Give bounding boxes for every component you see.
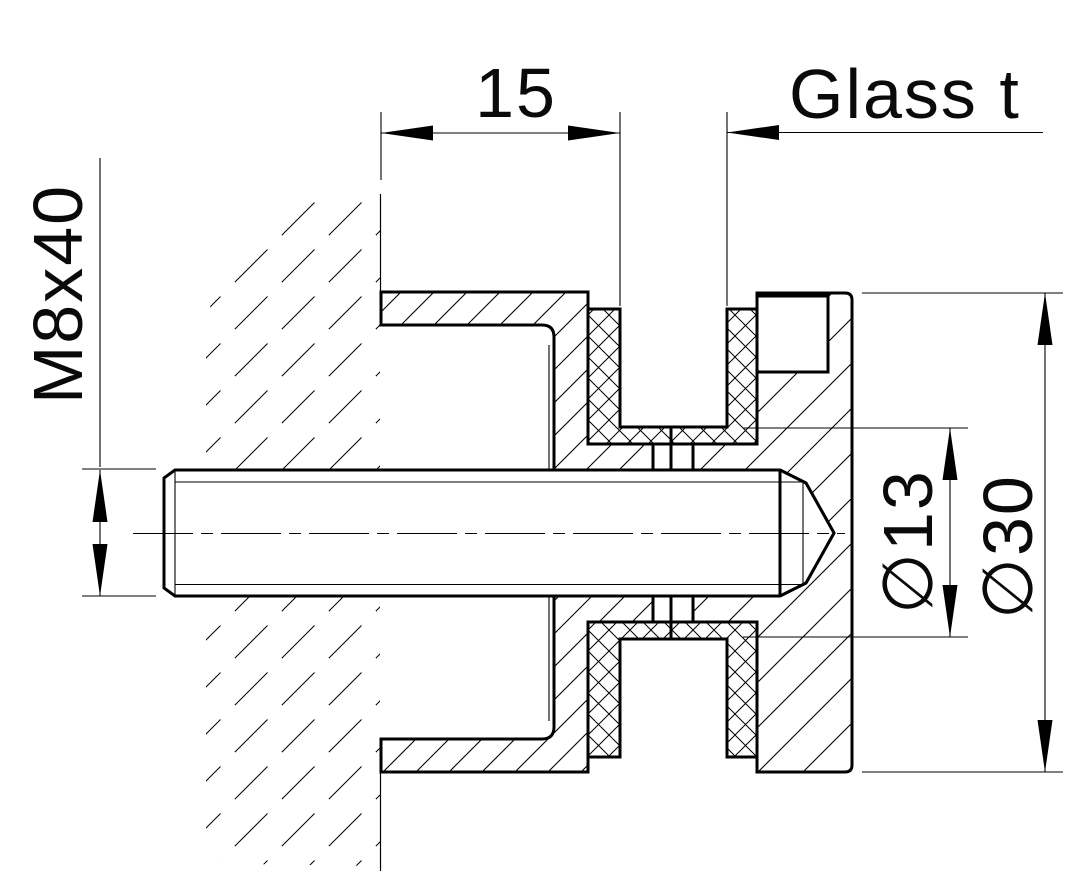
arrowhead-m8-down — [92, 544, 108, 596]
dim-m8-label: M8x40 — [19, 184, 97, 404]
cap-groove-recess — [755, 294, 830, 374]
arrowhead-d30-up — [1037, 293, 1053, 345]
dimension-d13: ∅13 — [743, 427, 968, 638]
stud-bolt — [133, 468, 845, 598]
arrowhead-d13-up — [942, 428, 958, 480]
dimension-glass-t: Glass t — [726, 55, 1043, 306]
dimension-15: 15 — [380, 54, 621, 306]
rubber-gasket-sections — [586, 307, 759, 759]
arrowhead-m8-up — [92, 470, 108, 522]
arrowhead-right — [568, 125, 620, 141]
dim-d13-label: ∅13 — [869, 469, 947, 614]
dim-d30-label: ∅30 — [969, 474, 1047, 619]
bushing-upper-left — [651, 442, 673, 472]
bushing-lower-left — [651, 594, 673, 624]
bushing-upper-right — [669, 442, 695, 472]
arrowhead-d13-down — [942, 585, 958, 637]
bushing-lower-right — [669, 594, 695, 624]
dimension-m8x40: M8x40 — [19, 158, 156, 597]
gasket-lower-right — [669, 620, 759, 759]
cap-part-section — [691, 291, 854, 774]
dim-glass-label: Glass t — [789, 55, 1021, 133]
arrowhead-d30-down — [1037, 720, 1053, 772]
gasket-upper-left — [586, 307, 673, 446]
dim-15-label: 15 — [475, 54, 557, 132]
arrowhead-glass-left — [727, 125, 779, 140]
arrowhead-left — [381, 125, 433, 141]
gasket-lower-left — [586, 620, 673, 759]
dimension-d30: ∅30 — [862, 292, 1063, 773]
gasket-upper-right — [669, 307, 759, 446]
